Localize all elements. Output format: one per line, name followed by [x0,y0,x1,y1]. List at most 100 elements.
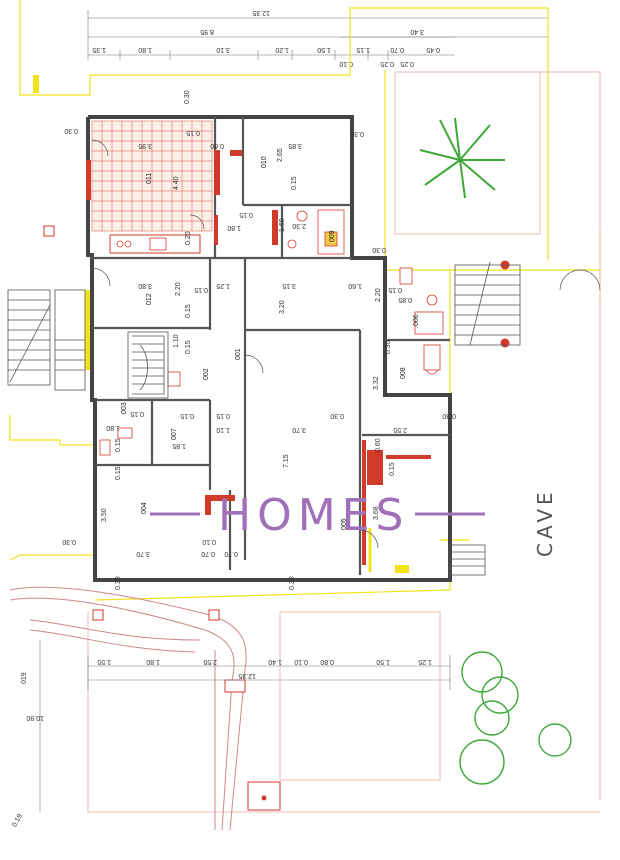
dim-d015g: 0.15 [185,340,192,354]
dim-top-row-5: 1.15 [356,46,370,53]
dim-d030d: 0.30 [385,340,392,354]
dim-d315: 3.15 [282,282,296,289]
dim-d385: 3.85 [288,142,302,149]
stairs-interior [127,331,169,399]
room-labels: 011 010 009 012 001 008 007 006 003 002 … [121,156,420,530]
dim-d030b: 0.30 [64,127,78,134]
dim-d015h: 0.15 [130,410,144,417]
room-label-008: 008 [400,367,407,379]
dim-bottom-4: 0.10 [294,658,308,665]
dim-bottom-6: 1.50 [376,658,390,665]
dim-d715: 7.15 [283,454,290,468]
kitchen-counter [109,234,201,254]
dim-d180b: 1.80 [106,424,120,431]
dim-d015l: 0.15 [389,462,396,476]
dim-d370a: 3.70 [292,426,306,433]
dim-d332: 3.32 [373,376,380,390]
dim-d030e: 0.30 [442,412,456,419]
interior-dims: 0.30 0.30 0.15 0.30 3.95 0.60 3.85 2.65 … [62,90,456,590]
dim-d350: 3.50 [101,508,108,522]
dim-d180: 1.80 [227,224,241,231]
garden-trees [459,651,572,785]
dim-d070a: 0.70 [201,550,215,557]
dim-d185: 1.85 [172,442,186,449]
dim-d015f: 0.15 [185,304,192,318]
dim-d160b: 1.60 [348,282,362,289]
dim-top-row-1: 1.80 [138,46,152,53]
dim-d030-bottom: 0.30 [289,576,296,590]
dim-d265: 2.65 [277,148,284,162]
dim-top-under-0: 0.10 [339,60,353,67]
dim-d370b: 3.70 [136,550,150,557]
room-label-009: 009 [329,230,336,242]
bathroom-fixtures [99,209,444,456]
fence-posts [43,225,510,811]
room-label-004: 004 [141,502,148,514]
watermark-text: HOMES [218,490,409,541]
room-label-010: 010 [261,156,268,168]
dim-d030c: 0.30 [350,130,364,137]
door-swings [91,139,601,549]
kitchen-tiles [91,120,213,232]
dim-top-under-1: 0.25 [380,60,394,67]
dim-d030h: 0.30 [115,576,122,590]
dim-d110b: 1.10 [216,426,230,433]
dim-d030i: 0.30 [372,246,386,253]
yellow-post-top [33,75,39,93]
dim-d020: 0.20 [185,231,192,245]
dim-d030a: 0.30 [184,90,191,104]
dim-top-row-0: 1.35 [92,46,106,53]
room-label-002: 002 [203,368,210,380]
interior-walls [90,117,450,575]
dim-d160a: 1.60 [279,218,286,232]
watermark: HOMES [150,490,485,541]
dim-d015e: 0.15 [388,286,402,293]
dim-d085: 0.85 [398,296,412,303]
dim-bottom-0: 1.55 [97,658,111,665]
stairs-exterior-right [449,261,521,576]
stove-burner-icon-2 [124,240,132,248]
dim-top-under-2: 0.25 [400,60,414,67]
dim-top-sub: 8.95 [200,28,214,35]
room-label-007: 007 [171,428,178,440]
dim-d110a: 1.10 [173,334,180,348]
dim-d015k: 0.15 [115,438,122,452]
room-label-012: 012 [146,293,153,305]
dim-left-vertical: 10.90 [26,714,44,721]
dim-top-row-3: 1.20 [275,46,289,53]
dim-d015i: 0.15 [180,412,194,419]
dim-top-right: 3.40 [410,28,424,35]
tree-icon-2 [481,676,519,714]
tree-icon-4 [538,723,572,757]
dim-d060: 0.60 [210,142,224,149]
palm-tree-icon [419,117,505,199]
tree-icon-1 [461,651,503,693]
dim-top-row-4: 1.50 [317,46,331,53]
red-accents [86,150,431,565]
tree-icon-3 [474,700,510,736]
dim-d015b: 0.15 [291,176,298,190]
dim-d015-left: 0.15 [115,466,122,480]
dim-d395: 3.95 [138,142,152,149]
room-label-005: 005 [341,518,348,530]
dim-top-row-2: 3.10 [216,46,230,53]
bottom-dim-lines [39,640,451,812]
dim-top-row-6: 0.70 [390,46,404,53]
street-label: CAVE [533,488,557,557]
bottom-dims: 1.55 1.80 2.55 1.40 0.10 0.80 1.50 1.25 … [26,658,432,721]
dim-bottom-7: 1.25 [418,658,432,665]
dim-top-row-7: 0.45 [426,46,440,53]
garden-path [9,586,247,831]
room-label-001: 001 [235,348,242,360]
dim-d030g: 0.30 [62,538,76,545]
corner-label: 0.19 [11,813,24,828]
dim-d220a: 2.20 [175,282,182,296]
plot-label: 019 [21,672,28,684]
dim-bottom-5: 0.80 [320,658,334,665]
dim-d220b: 2.20 [375,288,382,302]
dim-d125: 1.25 [216,282,230,289]
stove-burner-icon [116,240,124,248]
dim-bottom-3: 1.40 [268,658,282,665]
dim-d015c: 0.15 [239,211,253,218]
